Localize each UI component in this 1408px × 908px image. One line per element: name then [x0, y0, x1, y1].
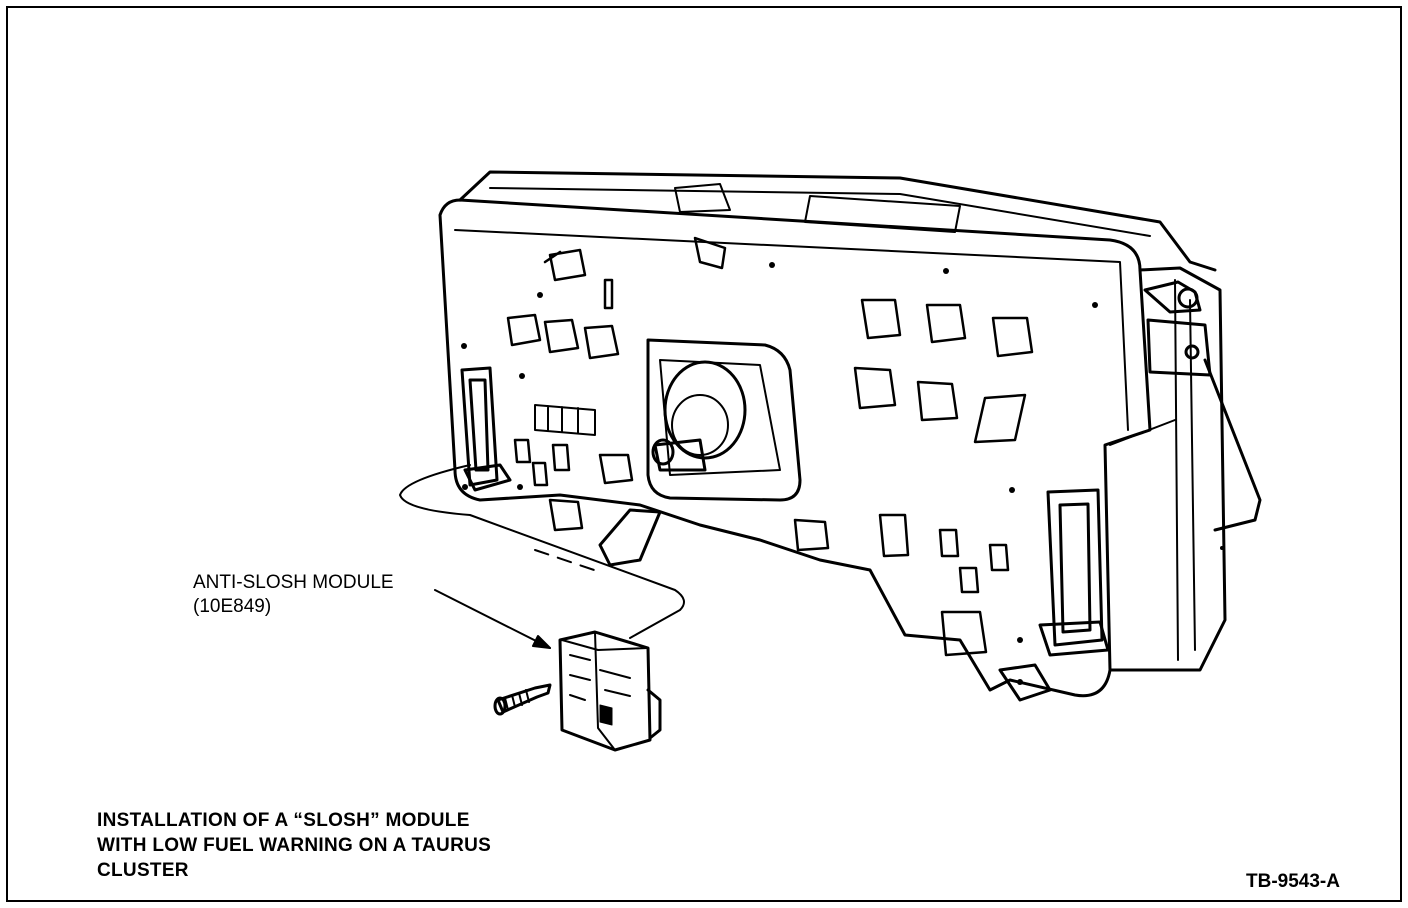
mounting-bracket	[1146, 318, 1212, 377]
mounting-screw	[493, 683, 552, 716]
cluster-back-panel	[438, 198, 1152, 698]
figure-caption: INSTALLATION OF A “SLOSH” MODULE WITH LO…	[97, 808, 491, 883]
lower-tab-right	[998, 663, 1052, 702]
caption-line-2: WITH LOW FUEL WARNING ON A TAURUS	[97, 835, 492, 856]
label-line-1: ANTI-SLOSH MODULE	[193, 572, 394, 593]
clip-right	[1046, 488, 1104, 647]
callout-arrow	[434, 589, 551, 649]
figure-code: TB-9543-A	[1246, 871, 1340, 892]
clip-left	[460, 366, 499, 487]
caption-line-1: INSTALLATION OF A “SLOSH” MODULE	[97, 810, 470, 831]
cluster-top-edge	[458, 170, 1217, 272]
caption-line-3: CLUSTER	[97, 860, 189, 881]
speedometer-boss	[646, 338, 802, 502]
lower-tab-left	[598, 508, 662, 567]
anti-slosh-module-label: ANTI-SLOSH MODULE (10E849)	[193, 571, 394, 619]
module-location-leader	[399, 464, 685, 639]
module-mount-grid	[534, 404, 596, 436]
label-line-2: (10E849)	[193, 596, 272, 617]
cluster-top-vents	[674, 183, 961, 233]
bulb-sockets	[506, 236, 1034, 657]
figure-frame	[6, 6, 1402, 902]
anti-slosh-module	[558, 630, 662, 752]
mount-holes	[461, 262, 1224, 685]
connector-pads	[513, 278, 1010, 594]
cluster-right-side	[1108, 266, 1227, 672]
